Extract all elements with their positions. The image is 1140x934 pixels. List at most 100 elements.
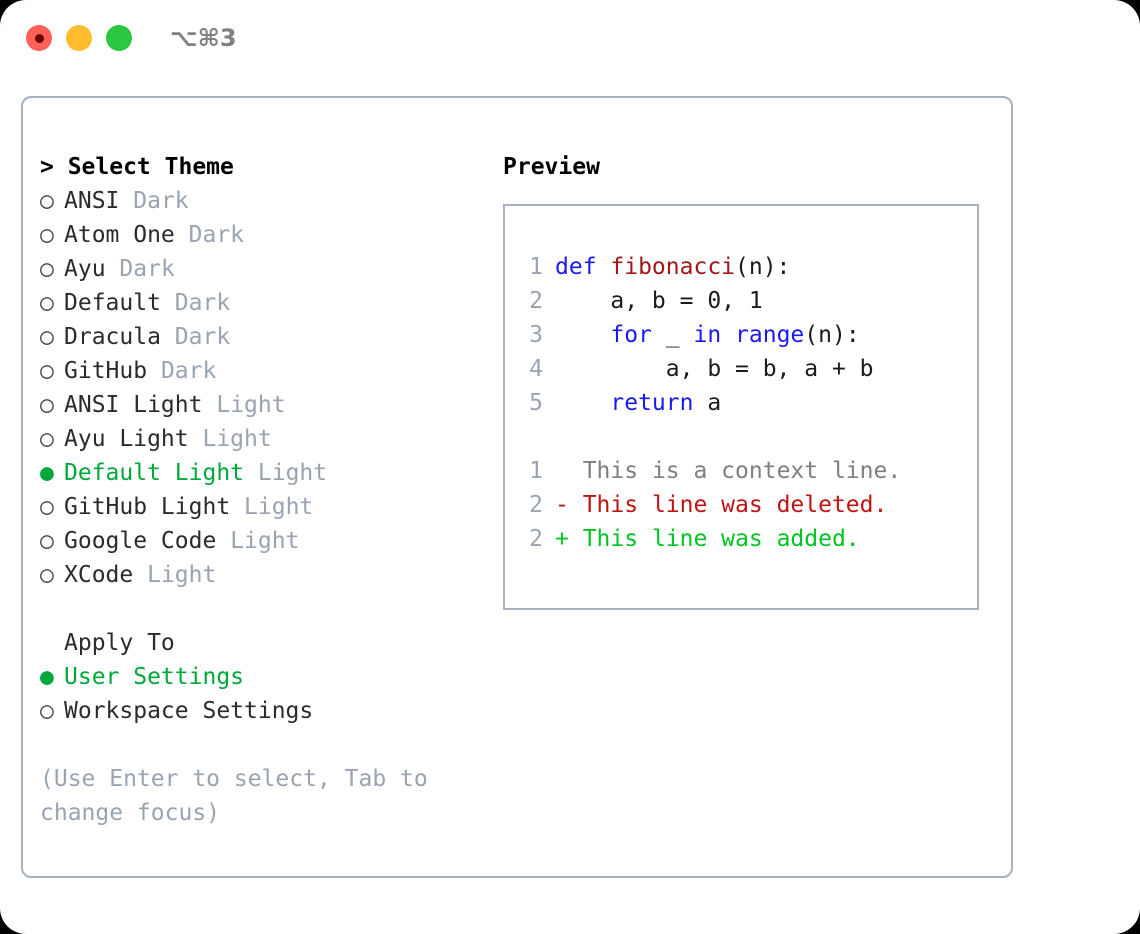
diff-text: This line was added.	[582, 526, 860, 552]
traffic-lights	[26, 25, 132, 51]
code-token	[555, 322, 610, 348]
theme-option-github-light[interactable]: ○ GitHub Light Light	[40, 490, 490, 524]
radio-empty-icon: ○	[40, 494, 54, 520]
apply-to-option-workspace-settings[interactable]: ○ Workspace Settings	[40, 694, 490, 728]
theme-option-label: GitHub	[64, 358, 148, 384]
code-token: range	[735, 322, 805, 348]
diff-marker: -	[555, 492, 583, 518]
radio-empty-icon: ○	[40, 698, 54, 724]
theme-option-tag: Dark	[119, 256, 175, 282]
theme-option-google-code[interactable]: ○ Google Code Light	[40, 524, 490, 558]
apply-to-list: ●User Settings ○ Workspace Settings	[40, 660, 490, 728]
radio-empty-icon: ○	[40, 528, 54, 554]
theme-option-label: Google Code	[64, 528, 217, 554]
theme-option-label: Default	[64, 290, 161, 316]
diff-marker	[555, 458, 583, 484]
code-token: (n):	[804, 322, 860, 348]
radio-empty-icon: ○	[40, 222, 54, 248]
theme-option-tag: Light	[147, 562, 217, 588]
theme-option-xcode[interactable]: ○ XCode Light	[40, 558, 490, 592]
preview-title: Preview	[503, 154, 600, 180]
theme-option-default-light[interactable]: ● Default Light Light	[40, 456, 490, 490]
radio-empty-icon: ○	[40, 256, 54, 282]
code-token: for	[610, 322, 652, 348]
theme-option-ayu[interactable]: ○ Ayu Dark	[40, 252, 490, 286]
code-token: return	[610, 390, 694, 416]
code-line-number: 2	[529, 288, 543, 314]
radio-empty-icon: ○	[40, 392, 54, 418]
code-line-number: 5	[529, 390, 543, 416]
apply-to-option-user-settings[interactable]: ●User Settings	[40, 660, 490, 694]
diff-marker: +	[555, 526, 583, 552]
diff-line-add: 2 + This line was added.	[515, 522, 971, 556]
diff-line-ctx: 1 This is a context line.	[515, 454, 971, 488]
diff-line-del: 2- This line was deleted.	[515, 488, 971, 522]
close-button[interactable]	[26, 25, 52, 51]
code-token: fibonacci	[610, 254, 736, 280]
theme-option-github[interactable]: ○ GitHub Dark	[40, 354, 490, 388]
theme-option-ayu-light[interactable]: ○Ayu Light Light	[40, 422, 490, 456]
theme-list: ○ANSI Dark○Atom One Dark○Ayu Dark○Defaul…	[40, 184, 490, 592]
theme-option-tag: Light	[244, 494, 314, 520]
code-line-number: 4	[529, 356, 543, 382]
theme-option-label: XCode	[64, 562, 134, 588]
apply-to-option-label: User Settings	[64, 664, 245, 690]
theme-option-label: Atom One	[64, 222, 175, 248]
theme-option-label: Ayu Light	[64, 426, 189, 452]
keyboard-hint: (Use Enter to select, Tab to change focu…	[40, 766, 428, 826]
theme-option-tag: Dark	[174, 290, 231, 316]
theme-option-ansi-light[interactable]: ○ANSI Light Light	[40, 388, 490, 422]
code-token: (n):	[735, 254, 791, 280]
theme-option-tag: Light	[216, 392, 286, 418]
theme-option-tag: Dark	[160, 358, 217, 384]
diff-text: This is a context line.	[582, 458, 902, 484]
theme-option-label: Default Light	[64, 460, 245, 486]
diff-line-number: 2	[529, 526, 543, 552]
code-line: 5 return a	[515, 386, 971, 420]
code-token: a, b = 0, 1	[555, 288, 763, 314]
theme-option-label: Ayu	[64, 256, 106, 282]
theme-option-label: ANSI	[64, 188, 120, 214]
theme-option-label: GitHub Light	[64, 494, 231, 520]
radio-empty-icon: ○	[40, 426, 54, 452]
code-token: _	[651, 322, 694, 348]
theme-option-label: Dracula	[64, 324, 161, 350]
theme-option-default[interactable]: ○Default Dark	[40, 286, 490, 320]
code-token	[721, 322, 735, 348]
radio-empty-icon: ○	[40, 188, 54, 214]
code-token: in	[693, 322, 722, 348]
theme-selector-card: > Select Theme ○ANSI Dark○Atom One Dark○…	[21, 96, 1013, 878]
code-line: 2 a, b = 0, 1	[515, 284, 971, 318]
title-bar: ⌥⌘3	[0, 0, 1140, 78]
minimize-button[interactable]	[66, 25, 92, 51]
radio-empty-icon: ○	[40, 562, 54, 588]
theme-option-dracula[interactable]: ○Dracula Dark	[40, 320, 490, 354]
radio-selected-icon: ●	[40, 460, 54, 486]
code-token: a, b = b, a + b	[555, 356, 874, 382]
theme-option-atom-one[interactable]: ○Atom One Dark	[40, 218, 490, 252]
keyboard-shortcut-label: ⌥⌘3	[170, 24, 237, 52]
theme-option-tag: Light	[257, 460, 328, 486]
diff-line-number: 1	[529, 458, 543, 484]
theme-option-ansi[interactable]: ○ ANSI Dark	[40, 184, 490, 218]
apply-to-option-label: Workspace Settings	[64, 698, 314, 724]
code-token: def	[555, 254, 611, 280]
code-line: 4 a, b = b, a + b	[515, 352, 971, 386]
code-token: a	[693, 390, 722, 416]
left-panel: > Select Theme ○ANSI Dark○Atom One Dark○…	[40, 150, 490, 830]
code-line-number: 1	[529, 254, 543, 280]
apply-to-label: Apply To	[64, 630, 175, 656]
theme-option-tag: Light	[230, 528, 300, 554]
page-title: > Select Theme	[40, 154, 234, 180]
maximize-button[interactable]	[106, 25, 132, 51]
code-blank-line	[515, 420, 971, 454]
radio-empty-icon: ○	[40, 358, 54, 384]
code-line-number: 3	[529, 322, 543, 348]
section-spacer	[40, 592, 490, 626]
code-line: 3 for _ in range(n):	[515, 318, 971, 352]
theme-option-tag: Dark	[133, 188, 189, 214]
